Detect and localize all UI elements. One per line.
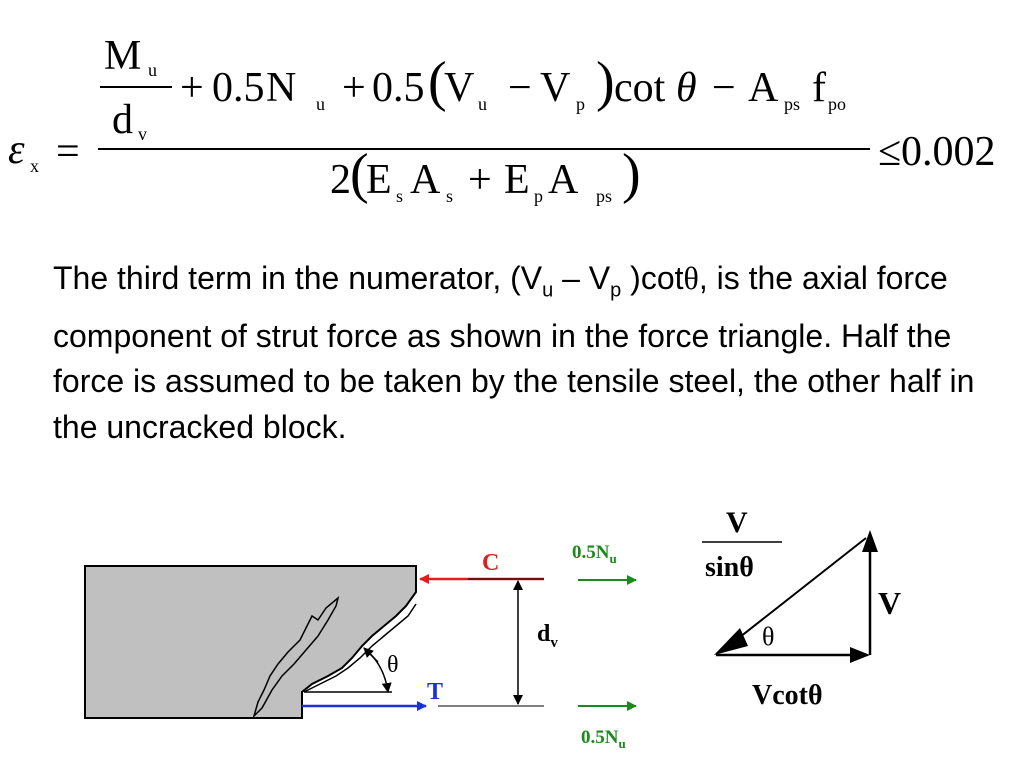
- moment-symbol: M: [104, 33, 142, 79]
- inner-fraction-bar: [100, 86, 172, 88]
- steel-area-subscript-2: ps: [596, 186, 613, 206]
- area-subscript: ps: [784, 94, 801, 114]
- main-fraction-bar: [98, 148, 870, 150]
- triangle-hypotenuse-arrowhead: [714, 628, 748, 655]
- modulus-symbol-1: E: [366, 157, 392, 203]
- depth-label: dv: [537, 621, 558, 651]
- limit-value: ≤0.002: [878, 129, 996, 175]
- angle-arc: [363, 647, 392, 693]
- modulus-symbol-2: E: [504, 157, 530, 203]
- depth-symbol: d: [112, 97, 133, 143]
- minus-sign-1: −: [508, 65, 532, 111]
- modulus-subscript-1: s: [396, 186, 404, 206]
- triangle-vertical-label: V: [878, 585, 901, 621]
- plus-sign-2: +: [342, 65, 366, 111]
- beam-free-body: [84, 565, 417, 719]
- depth-subscript: v: [138, 124, 147, 144]
- paragraph-text-1: The third term in the numerator, (V: [53, 260, 543, 296]
- steel-area-symbol-1: A: [410, 157, 441, 203]
- steel-area-symbol-2: A: [548, 157, 579, 203]
- shear-subscript-1: u: [478, 94, 487, 114]
- paragraph-text-4: , is the axial force component of strut …: [53, 260, 975, 445]
- close-paren-2: ): [622, 143, 641, 205]
- moment-subscript: u: [148, 60, 157, 80]
- triangle-hypotenuse-denominator: sinθ: [705, 552, 754, 583]
- open-paren-1: (: [428, 51, 447, 113]
- open-paren-2: (: [350, 143, 369, 205]
- area-symbol: A: [748, 65, 779, 111]
- triangle-horizontal-label: Vcotθ: [752, 680, 823, 711]
- paragraph-text-3: )cot: [621, 260, 684, 296]
- explanation-paragraph: The third term in the numerator, (Vu – V…: [53, 256, 993, 450]
- coefficient-2: 0.5: [372, 65, 425, 111]
- denominator-coefficient: 2: [330, 157, 351, 203]
- paragraph-subscript-1: u: [542, 279, 554, 302]
- paragraph-text-2: – V: [553, 260, 611, 296]
- axial-subscript: u: [316, 94, 325, 114]
- stress-subscript: po: [828, 94, 846, 114]
- epsilon-subscript: x: [30, 156, 39, 176]
- epsilon-symbol: ε: [8, 127, 25, 173]
- coefficient-1: 0.5: [212, 65, 265, 111]
- theta-symbol: θ: [676, 65, 697, 111]
- paragraph-theta: θ: [683, 260, 699, 296]
- triangle-horizontal-arrowhead: [850, 647, 870, 663]
- axial-symbol: N: [266, 65, 297, 111]
- triangle-angle-label: θ: [762, 622, 774, 651]
- plus-sign-3: +: [468, 157, 492, 203]
- shear-subscript-2: p: [576, 94, 585, 114]
- shear-symbol-2: V: [540, 65, 571, 111]
- axial-label-bottom: 0.5Nu: [581, 727, 626, 751]
- paragraph-subscript-2: p: [610, 279, 622, 302]
- diagonal-crack: [252, 595, 340, 719]
- steel-area-subscript-1: s: [446, 186, 454, 206]
- tension-label: T: [427, 679, 443, 705]
- compression-label: C: [482, 550, 499, 576]
- angle-arc-start-arrow: [363, 647, 379, 663]
- triangle-hypotenuse-numerator: V: [726, 506, 748, 539]
- minus-sign-2: −: [712, 65, 736, 111]
- equals-sign: =: [56, 129, 80, 175]
- shear-symbol-1: V: [444, 65, 475, 111]
- close-paren-1: ): [596, 51, 615, 113]
- stress-symbol: f: [812, 65, 826, 111]
- triangle-hypotenuse: [725, 537, 867, 649]
- axial-label-top: 0.5Nu: [572, 542, 617, 566]
- modulus-subscript-2: p: [534, 186, 543, 206]
- cot-function: cot: [614, 65, 666, 111]
- triangle-vertical-arrowhead: [862, 530, 878, 552]
- plus-sign-1: +: [180, 65, 204, 111]
- angle-label-beam: θ: [387, 652, 399, 678]
